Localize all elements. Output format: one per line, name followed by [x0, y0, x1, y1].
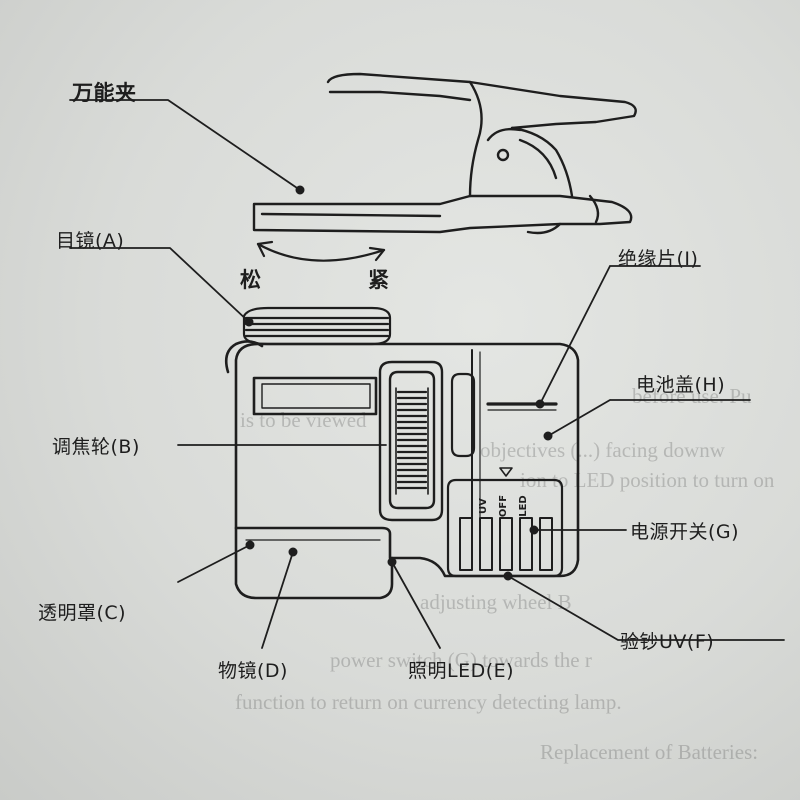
bleed-text-6: power switch (G) towards the r [330, 648, 592, 672]
switch-mark-uv: UV [478, 498, 489, 514]
leader-battery [547, 399, 751, 437]
switch-slot [459, 517, 473, 571]
bleed-text-1: before use. Pu [632, 384, 752, 408]
label-loosen: 松 [240, 268, 262, 292]
bleed-text-8: Replacement of Batteries: [540, 740, 759, 764]
label-battery-cover: 电池盖(H) [636, 374, 726, 396]
label-insulation-sheet: 绝缘片(I) [618, 248, 699, 270]
label-power-switch: 电源开关(G) [630, 521, 740, 543]
switch-mark-off: OFF [498, 495, 509, 517]
label-transparent-cover: 透明罩(C) [38, 602, 127, 624]
focus-wheel-ridges [396, 390, 428, 490]
loosen-tighten-arrows [256, 240, 386, 262]
switch-slot [479, 517, 493, 571]
device-body [224, 340, 580, 600]
leader-objective [261, 551, 294, 649]
switch-slot [539, 517, 553, 571]
label-universal-clip: 万能夹 [72, 81, 137, 105]
leader-insulation [539, 265, 701, 405]
focus-wheel [378, 360, 444, 522]
label-focus-wheel: 调焦轮(B) [52, 436, 140, 458]
switch-slot [499, 517, 513, 571]
insulation-sheet [450, 372, 558, 458]
switch-slot [519, 517, 533, 571]
switch-slots: UV OFF LED [459, 495, 553, 571]
label-uv-check: 验钞UV(F) [620, 631, 715, 653]
bleed-text-5: adjusting wheel B [420, 590, 572, 614]
leader-lines [69, 99, 785, 649]
leader-eyepiece [69, 247, 250, 323]
leader-uv [507, 575, 785, 641]
label-led: 照明LED(E) [408, 660, 515, 682]
bleed-text-7: function to return on currency detecting… [235, 690, 622, 714]
bleed-text-3: objectives (...) facing downw [480, 438, 725, 462]
switch-mark-led: LED [518, 495, 529, 517]
label-tighten: 紧 [368, 268, 390, 292]
power-switch: UV OFF LED [446, 467, 564, 578]
bleed-text-2: is to be viewed [240, 408, 367, 432]
leader-led [391, 561, 441, 649]
label-objective: 物镜(D) [218, 660, 288, 682]
eyepiece [242, 306, 392, 346]
leader-cover [177, 544, 251, 583]
leader-clip [69, 99, 301, 191]
label-eyepiece: 目镜(A) [56, 230, 125, 252]
universal-clip [252, 72, 637, 235]
